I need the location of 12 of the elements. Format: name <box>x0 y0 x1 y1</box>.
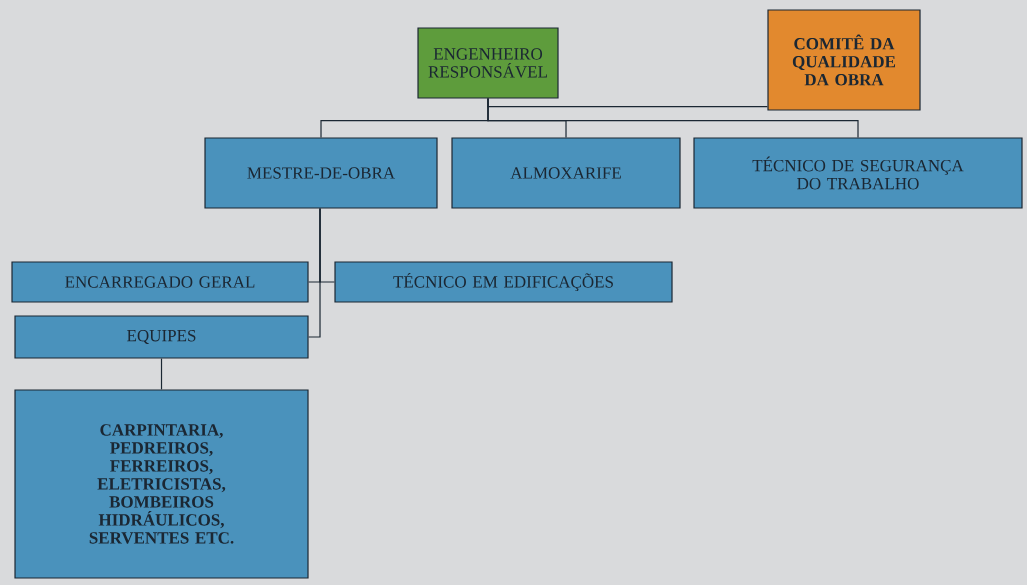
connector-line <box>308 208 321 338</box>
role-box: TÉCNICO DE SEGURANÇA DO TRABALHO <box>693 137 1023 209</box>
role-box: MESTRE-DE-OBRA <box>204 137 438 209</box>
connector-line <box>487 98 859 138</box>
team-box: CARPINTARIA, PEDREIROS, FERREIROS, ELETRICISTAS, BOMBEIROS HIDRÁULICOS, SERVENTES ETC. <box>14 389 309 579</box>
role-box: TÉCNICO EM EDIFICAÇÕES <box>334 261 673 303</box>
committee-box: COMITÊ DA QUALIDADE DA OBRA <box>767 9 921 111</box>
role-box: ENGENHEIRO RESPONSÁVEL <box>417 27 559 99</box>
role-box: EQUIPES <box>14 315 309 359</box>
role-box: ALMOXARIFE <box>451 137 681 209</box>
role-box: ENCARREGADO GERAL <box>11 261 309 303</box>
connector-line <box>160 358 163 390</box>
